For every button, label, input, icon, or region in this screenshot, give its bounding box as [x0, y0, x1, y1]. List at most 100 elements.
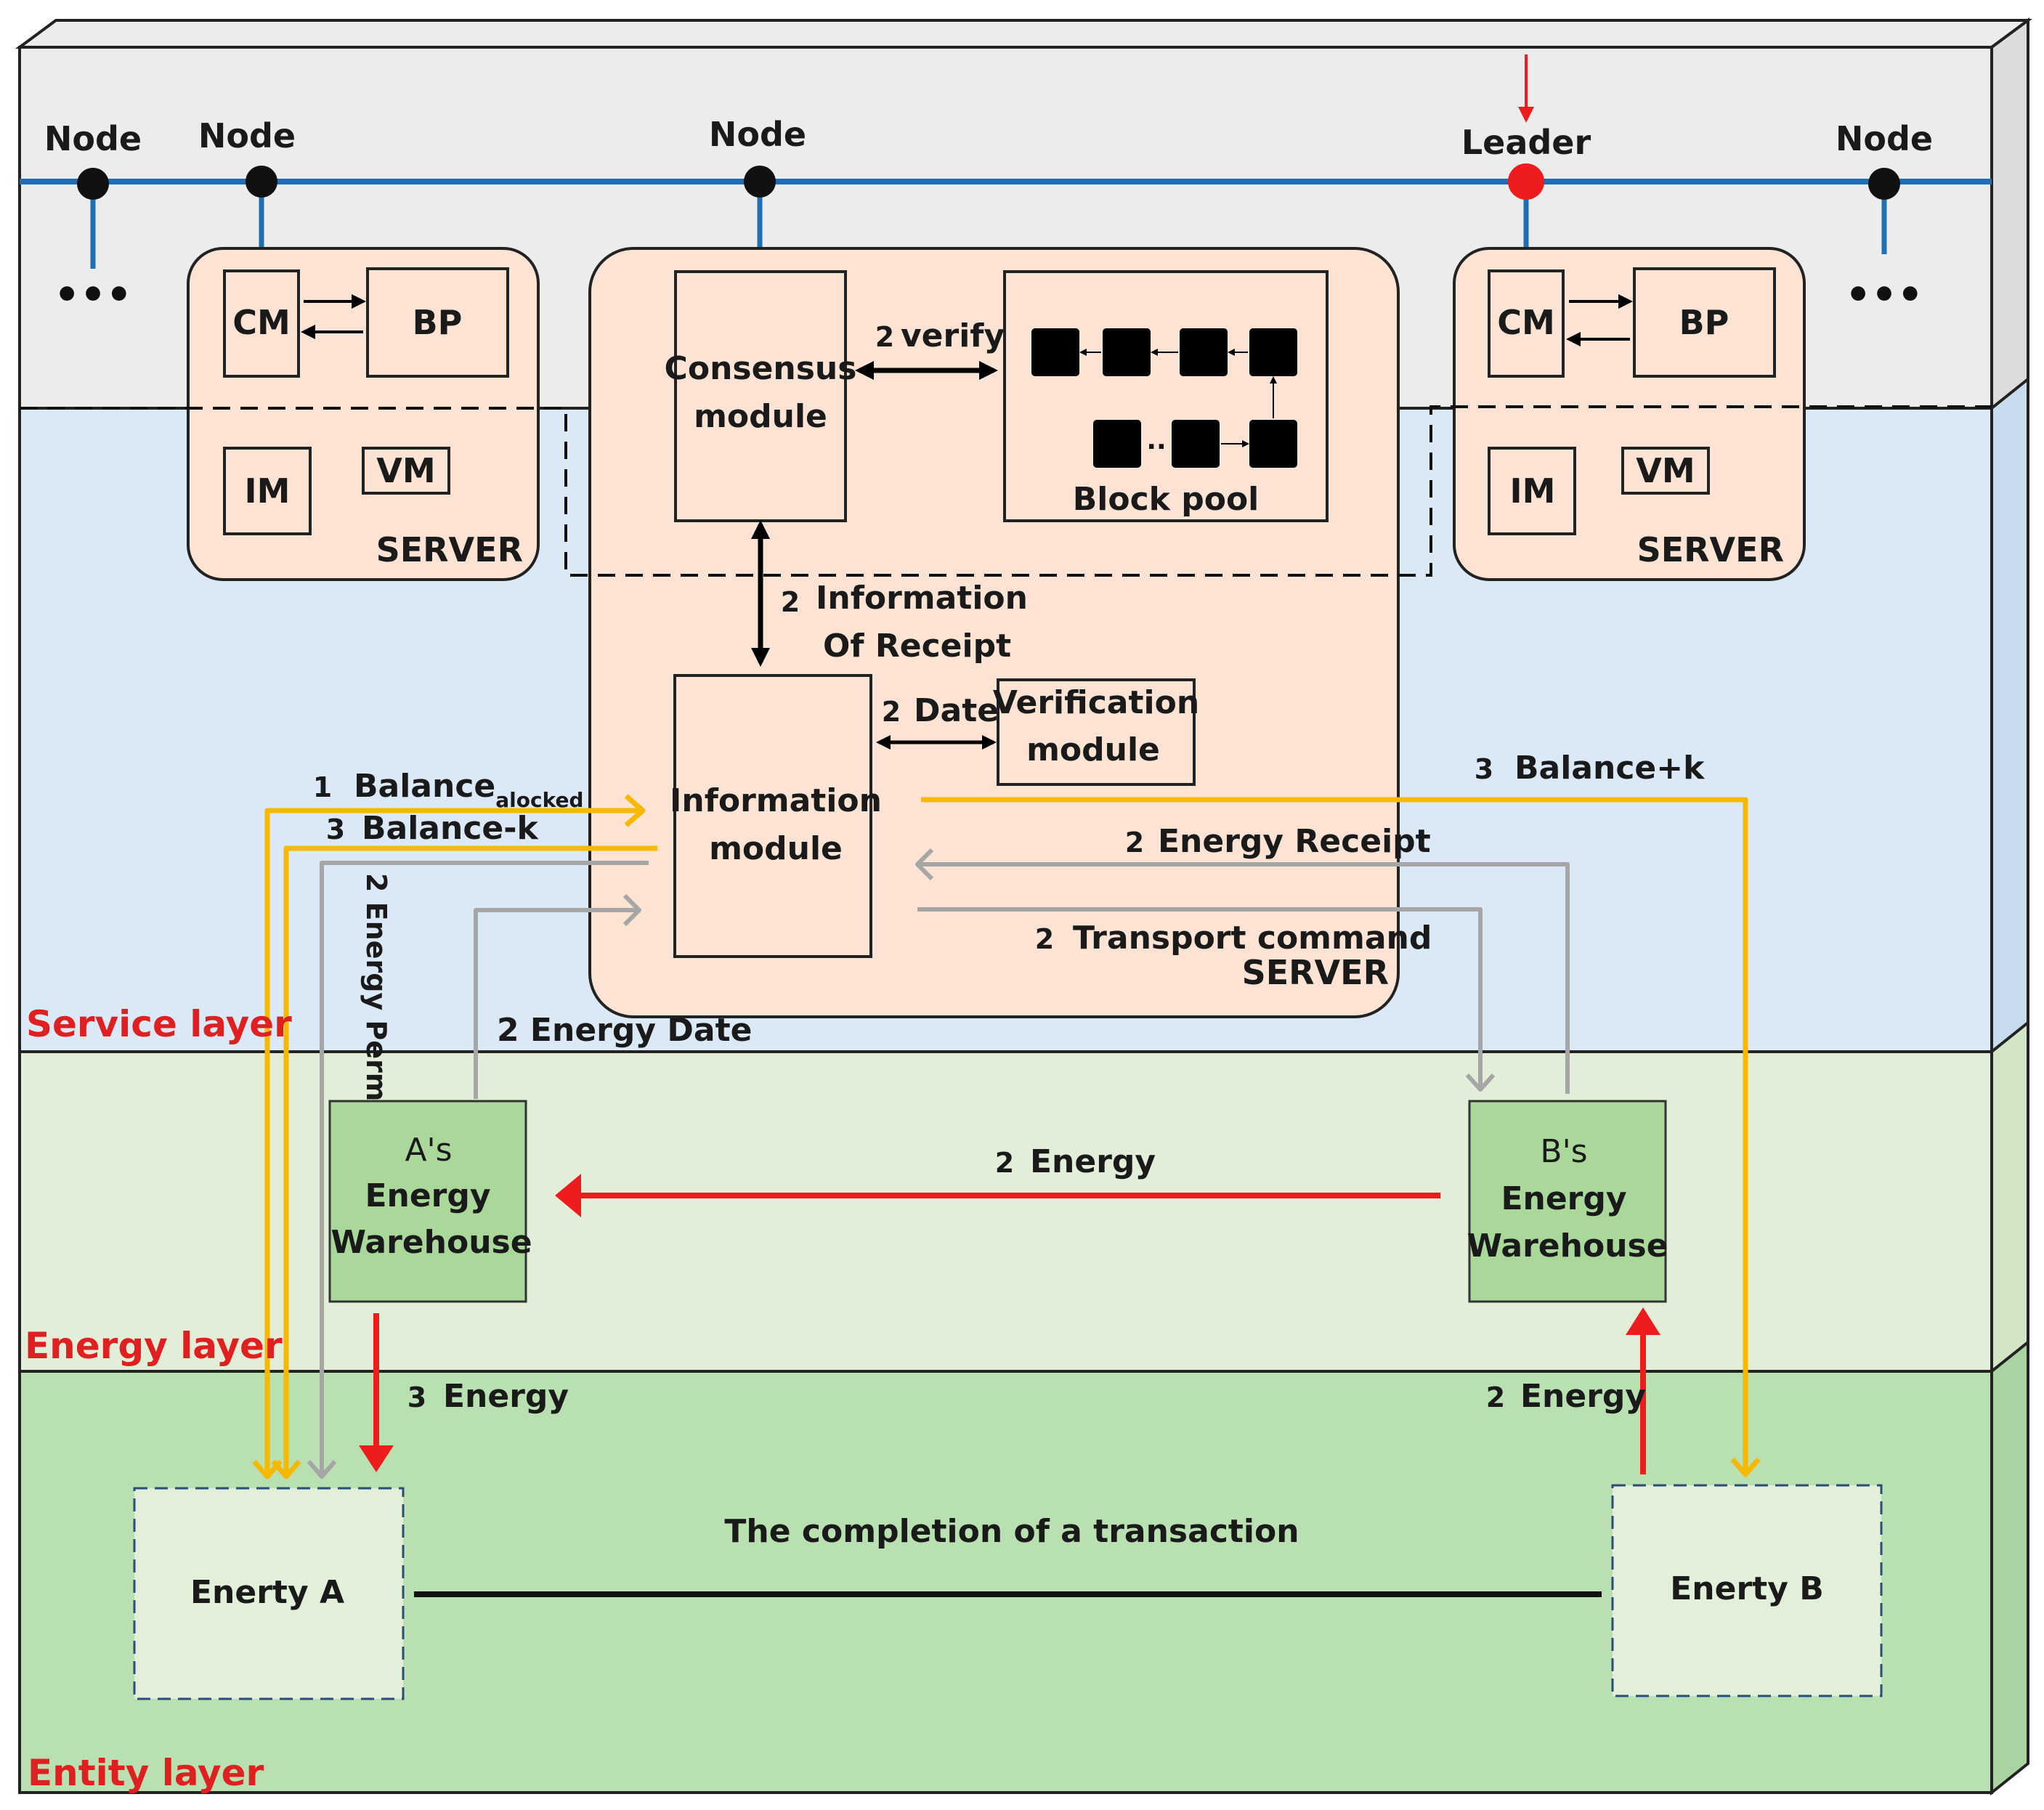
- warehouse-b-box: [1468, 1100, 1667, 1303]
- transport-step-number: 2: [1035, 923, 1054, 955]
- balance-minus-arrow: [283, 845, 657, 1477]
- side-face-service: [1990, 376, 2029, 1055]
- transport-command-label: Transport command: [1073, 920, 1432, 957]
- transport-command-head: [1465, 1073, 1496, 1092]
- balance-alocked-arrow: [264, 808, 643, 1477]
- balance-alocked-label: Balancealocked: [354, 768, 583, 812]
- warehouse-a-label: A's: [405, 1132, 452, 1169]
- layer-boundary-dashed: [20, 405, 1992, 577]
- entity-a-label: Enerty A: [190, 1574, 344, 1611]
- verification-module-label-2: module: [1026, 731, 1160, 768]
- energy-permit-head: [307, 1460, 337, 1479]
- side-face-energy: [1990, 1019, 2029, 1375]
- balance-alocked-head: [624, 794, 646, 827]
- ellipsis-left: •••: [54, 272, 131, 319]
- info-receipt-step-number: 2: [781, 586, 800, 618]
- server-caption: SERVER: [376, 530, 523, 569]
- block: [1093, 420, 1141, 468]
- left-server: CM BP IM VM SERVER: [187, 247, 540, 581]
- cm-label: CM: [1497, 303, 1555, 342]
- entity-b-to-warehouse-head: [1626, 1307, 1660, 1335]
- block: [1249, 328, 1297, 376]
- main-server-caption: SERVER: [1242, 953, 1389, 992]
- server-caption: SERVER: [1637, 530, 1784, 569]
- block-pool-label: Block pool: [1073, 481, 1260, 518]
- transaction-completion-label: The completion of a transaction: [724, 1513, 1299, 1550]
- block: [1180, 328, 1228, 376]
- balance-plus-label: Balance+k: [1514, 750, 1706, 787]
- node-label: Node: [709, 115, 806, 154]
- entity-layer-label: Entity layer: [28, 1752, 264, 1794]
- consensus-module-label: Consensus: [665, 350, 857, 387]
- energy-band: [18, 1050, 1993, 1373]
- leader-label: Leader: [1461, 123, 1591, 162]
- im-box: [1488, 447, 1576, 535]
- balance-plus-arrow: [921, 797, 1748, 1474]
- block-dots: ..: [1146, 426, 1166, 455]
- block: [1172, 420, 1220, 468]
- energy-receipt-arrow: [917, 862, 1570, 1094]
- warehouse-b-label-2: Energy: [1501, 1180, 1626, 1217]
- energy-receipt-step-number: 2: [1125, 827, 1144, 859]
- block: [1103, 328, 1151, 376]
- consensus-module-label-2: module: [694, 398, 827, 435]
- bp-box: [1633, 267, 1776, 378]
- date-label: Date: [914, 692, 999, 729]
- energy-b-to-a-head: [555, 1174, 581, 1217]
- energy-a-step-number: 3: [407, 1381, 426, 1413]
- bp-label: BP: [413, 303, 463, 342]
- cm-label: CM: [232, 303, 291, 342]
- information-module-label: Information: [670, 782, 882, 819]
- message-flows: 2 Energy Permit 2 Energy Receipt 2 Trans…: [307, 823, 1570, 1479]
- warehouse-b-label: B's: [1540, 1133, 1587, 1170]
- entities: Enerty A Enerty B The completion of a tr…: [133, 1484, 1883, 1700]
- entity-a-box: [133, 1487, 405, 1700]
- network: Node Node Node Leader Node ••• •••: [20, 54, 1992, 319]
- node-dot: [246, 166, 277, 198]
- info-receipt-label-2: Of Receipt: [823, 628, 1011, 665]
- energy-date-label: 2 Energy Date: [497, 1012, 752, 1049]
- verification-module-label: Verification: [993, 684, 1199, 721]
- energy-b-step-number: 2: [1486, 1381, 1505, 1413]
- consensus-module-box: [674, 270, 847, 522]
- energy-to-entity-a-head: [359, 1445, 394, 1472]
- vm-box: [362, 447, 450, 495]
- verification-module-box: [997, 678, 1196, 786]
- energy-flows: 2 Energy 3 Energy 2 Energy: [359, 1143, 1660, 1474]
- cm-box: [223, 269, 300, 378]
- balance-plus-head: [1730, 1457, 1761, 1477]
- info-receipt-label: Information: [816, 580, 1028, 617]
- block: [1249, 420, 1297, 468]
- node-label: Node: [1836, 119, 1933, 158]
- information-module-label-2: module: [709, 830, 843, 867]
- energy-a-label: Energy: [443, 1378, 569, 1415]
- service-layer-label: Service layer: [26, 1003, 292, 1045]
- warehouses: A's Energy Warehouse B's Energy Warehous…: [328, 1100, 1668, 1303]
- verify-label: verify: [901, 317, 1005, 354]
- right-server: CM BP IM VM SERVER: [1453, 247, 1806, 581]
- ellipsis-right: •••: [1845, 272, 1923, 319]
- balance-flows: 1 Balancealocked 3 Balance-k 3 Balance+k: [252, 750, 1761, 1480]
- block: [1031, 328, 1079, 376]
- warehouse-a-label-2: Energy: [365, 1177, 490, 1214]
- bp-label: BP: [1679, 303, 1729, 342]
- energy-date-arrow: [474, 908, 639, 1099]
- warehouse-a-box: [328, 1100, 527, 1303]
- im-label: IM: [1510, 471, 1556, 511]
- layer-labels: Service layer Energy layer Entity layer: [25, 1003, 292, 1794]
- information-module-box: [673, 674, 872, 958]
- leader-dot: [1508, 163, 1544, 200]
- im-box: [223, 447, 312, 535]
- balance-minus-label: Balance-k: [362, 810, 540, 847]
- main-server: Consensus module 2 verify .. Block pool …: [20, 247, 1992, 1018]
- vm-label: VM: [376, 451, 435, 490]
- energy-permit-arrow: [320, 861, 649, 1477]
- node-dot: [1868, 168, 1900, 200]
- verify-step-number: 2: [875, 321, 894, 353]
- vm-box: [1621, 447, 1710, 495]
- energy-receipt-label: Energy Receipt: [1158, 823, 1431, 860]
- balance-minus-step-number: 3: [326, 813, 345, 845]
- entity-b-box: [1611, 1484, 1883, 1697]
- node-dot: [744, 166, 776, 198]
